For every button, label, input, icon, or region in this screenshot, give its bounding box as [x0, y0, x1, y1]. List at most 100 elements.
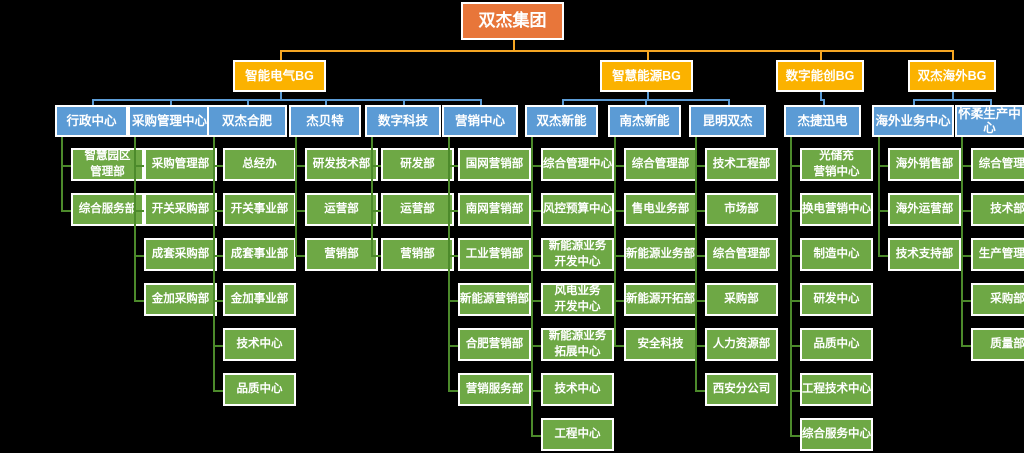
unit-node-0-0[interactable]: 行政中心 [55, 105, 128, 137]
bg-node-1[interactable]: 智慧能源BG [600, 60, 693, 92]
dept-node-0-2-2[interactable]: 成套事业部 [223, 238, 296, 271]
unit-node-0-4[interactable]: 数字科技 [365, 105, 441, 137]
connector-dept-spine-0-0 [61, 137, 63, 210]
dept-node-0-5-1[interactable]: 南网营销部 [458, 193, 531, 226]
unit-node-3-0[interactable]: 海外业务中心 [872, 105, 954, 137]
connector-dept-stub-2-0-4 [790, 344, 800, 347]
root-node-shuangjie-group[interactable]: 双杰集团 [461, 2, 564, 40]
bg-node-0[interactable]: 智能电气BG [233, 60, 326, 92]
node-label: 安全科技 [637, 337, 684, 350]
node-label: 成套采购部 [151, 247, 210, 260]
dept-node-0-0-0[interactable]: 智慧园区管理部 [71, 148, 144, 181]
dept-node-1-1-0[interactable]: 综合管理部 [624, 148, 697, 181]
dept-node-0-5-5[interactable]: 营销服务部 [458, 373, 531, 406]
node-label: 开关事业部 [230, 202, 289, 215]
dept-node-1-1-4[interactable]: 安全科技 [624, 328, 697, 361]
dept-node-1-2-4[interactable]: 人力资源部 [705, 328, 778, 361]
dept-node-0-5-0[interactable]: 国网营销部 [458, 148, 531, 181]
connector-dept-spine-0-1 [134, 137, 136, 300]
connector-dept-stub-1-2-5 [695, 389, 705, 392]
dept-node-1-0-6[interactable]: 工程中心 [541, 418, 614, 451]
unit-node-1-2[interactable]: 昆明双杰 [689, 105, 766, 137]
connector-unit-drop-1-2 [727, 99, 730, 105]
dept-node-0-4-1[interactable]: 运营部 [381, 193, 454, 226]
dept-node-1-1-2[interactable]: 新能源业务部 [624, 238, 697, 271]
dept-node-3-0-1[interactable]: 海外运营部 [888, 193, 961, 226]
dept-node-3-0-2[interactable]: 技术支持部 [888, 238, 961, 271]
unit-node-0-3[interactable]: 杰贝特 [289, 105, 361, 137]
dept-node-2-0-0[interactable]: 光储充营销中心 [800, 148, 873, 181]
node-label: 营销部 [324, 247, 359, 260]
dept-node-0-1-0[interactable]: 采购管理部 [144, 148, 217, 181]
connector-dept-spine-0-4 [371, 137, 373, 255]
dept-node-0-5-4[interactable]: 合肥营销部 [458, 328, 531, 361]
dept-node-0-1-2[interactable]: 成套采购部 [144, 238, 217, 271]
node-label: 运营部 [324, 202, 359, 215]
dept-node-1-2-5[interactable]: 西安分公司 [705, 373, 778, 406]
dept-node-0-4-2[interactable]: 营销部 [381, 238, 454, 271]
dept-node-3-1-4[interactable]: 质量部 [971, 328, 1024, 361]
dept-node-0-1-3[interactable]: 金加采购部 [144, 283, 217, 316]
connector-dept-stub-3-1-4 [961, 344, 971, 347]
dept-node-2-0-4[interactable]: 品质中心 [800, 328, 873, 361]
dept-node-3-1-3[interactable]: 采购部 [971, 283, 1024, 316]
bg-node-2[interactable]: 数字能创BG [776, 60, 864, 92]
node-label: 双杰海外BG [917, 68, 987, 83]
connector-unit-drop-1-1 [644, 99, 647, 105]
dept-node-2-0-2[interactable]: 制造中心 [800, 238, 873, 271]
dept-node-2-0-6[interactable]: 综合服务中心 [800, 418, 873, 451]
unit-node-0-1[interactable]: 采购管理中心 [128, 105, 211, 137]
dept-node-1-0-2[interactable]: 新能源业务开发中心 [541, 238, 614, 271]
connector-dept-stub-1-0-0 [531, 164, 541, 167]
dept-node-3-1-2[interactable]: 生产管理部 [971, 238, 1024, 271]
dept-node-0-2-1[interactable]: 开关事业部 [223, 193, 296, 226]
dept-node-3-0-0[interactable]: 海外销售部 [888, 148, 961, 181]
unit-node-0-5[interactable]: 营销中心 [442, 105, 518, 137]
dept-node-0-5-3[interactable]: 新能源营销部 [458, 283, 531, 316]
dept-node-1-0-3[interactable]: 风电业务开发中心 [541, 283, 614, 316]
connector-dept-stub-0-0-0 [61, 164, 71, 167]
dept-node-2-0-5[interactable]: 工程技术中心 [800, 373, 873, 406]
unit-node-3-1[interactable]: 怀柔生产中心 [955, 105, 1024, 137]
dept-node-0-3-0[interactable]: 研发技术部 [305, 148, 378, 181]
dept-node-0-2-5[interactable]: 品质中心 [223, 373, 296, 406]
connector-dept-stub-2-0-6 [790, 434, 800, 437]
node-label: 风电业务开发中心 [554, 284, 601, 313]
bg-node-3[interactable]: 双杰海外BG [908, 60, 996, 92]
dept-node-0-1-1[interactable]: 开关采购部 [144, 193, 217, 226]
dept-node-3-1-1[interactable]: 技术部 [971, 193, 1024, 226]
dept-node-0-5-2[interactable]: 工业营销部 [458, 238, 531, 271]
connector-unit-drop-2-0 [822, 99, 825, 105]
dept-node-1-0-4[interactable]: 新能源业务拓展中心 [541, 328, 614, 361]
connector-dept-stub-0-5-0 [448, 164, 458, 167]
dept-node-0-0-1[interactable]: 综合服务部 [71, 193, 144, 226]
dept-node-1-0-1[interactable]: 风控预算中心 [541, 193, 614, 226]
dept-node-0-3-2[interactable]: 营销部 [305, 238, 378, 271]
node-label: 综合服务中心 [802, 427, 871, 440]
unit-node-1-1[interactable]: 南杰新能 [608, 105, 681, 137]
dept-node-1-1-3[interactable]: 新能源开拓部 [624, 283, 697, 316]
dept-node-0-2-3[interactable]: 金加事业部 [223, 283, 296, 316]
connector-unit-drop-0-2 [247, 99, 249, 105]
unit-node-2-0[interactable]: 杰捷迅电 [784, 105, 861, 137]
dept-node-0-3-1[interactable]: 运营部 [305, 193, 378, 226]
dept-node-1-2-0[interactable]: 技术工程部 [705, 148, 778, 181]
dept-node-1-2-3[interactable]: 采购部 [705, 283, 778, 316]
dept-node-1-2-2[interactable]: 综合管理部 [705, 238, 778, 271]
dept-node-0-4-0[interactable]: 研发部 [381, 148, 454, 181]
dept-node-1-1-1[interactable]: 售电业务部 [624, 193, 697, 226]
dept-node-1-0-0[interactable]: 综合管理中心 [541, 148, 614, 181]
dept-node-0-2-0[interactable]: 总经办 [223, 148, 296, 181]
unit-node-1-0[interactable]: 双杰新能 [525, 105, 598, 137]
dept-node-2-0-3[interactable]: 研发中心 [800, 283, 873, 316]
dept-node-0-2-4[interactable]: 技术中心 [223, 328, 296, 361]
dept-node-1-2-1[interactable]: 市场部 [705, 193, 778, 226]
connector-dept-stub-1-1-2 [614, 254, 624, 257]
node-label: 制造中心 [813, 247, 860, 260]
dept-node-1-0-5[interactable]: 技术中心 [541, 373, 614, 406]
dept-node-3-1-0[interactable]: 综合管理部 [971, 148, 1024, 181]
unit-node-0-2[interactable]: 双杰合肥 [207, 105, 287, 137]
connector-dept-stub-3-0-1 [878, 209, 888, 212]
connector-unit-drop-0-1 [169, 99, 172, 105]
dept-node-2-0-1[interactable]: 换电营销中心 [800, 193, 873, 226]
